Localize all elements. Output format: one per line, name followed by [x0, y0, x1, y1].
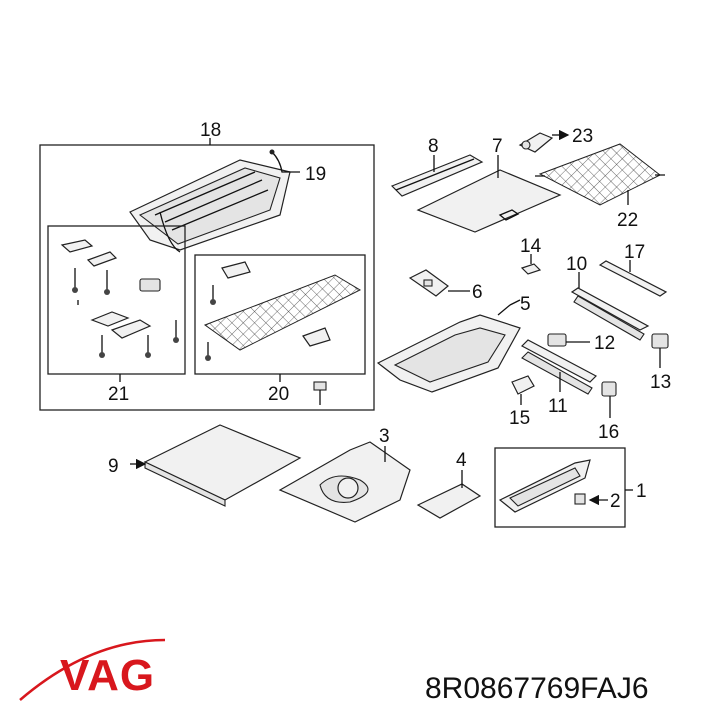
callout-2: 2	[610, 491, 621, 512]
callout-10: 10	[566, 254, 587, 275]
net-22-part	[535, 143, 665, 206]
callout-labels: 18 19 21 20 8 7 23 22 14 10 17 6 5 12 13…	[108, 120, 671, 512]
hook-23	[518, 129, 570, 153]
callout-22: 22	[617, 210, 638, 231]
callout-19: 19	[305, 164, 326, 185]
callout-5: 5	[520, 294, 531, 315]
callout-21: 21	[108, 384, 129, 405]
callout-3: 3	[379, 426, 390, 447]
callout-23: 23	[572, 126, 593, 147]
callout-13: 13	[650, 372, 671, 393]
sill-11	[521, 339, 597, 395]
callout-16: 16	[598, 422, 619, 443]
bracket-set-21	[60, 239, 179, 358]
bolt-part	[313, 381, 327, 405]
callout-7: 7	[492, 136, 503, 157]
clip-15	[511, 375, 535, 405]
callout-17: 17	[624, 242, 645, 263]
spare-tray-5	[376, 299, 521, 393]
trunk-floor-3	[278, 441, 411, 523]
floor-board-9	[130, 424, 302, 507]
callout-18: 18	[200, 120, 221, 141]
callout-20: 20	[268, 384, 289, 405]
callout-6: 6	[472, 282, 483, 303]
floor-panel-7	[416, 155, 562, 233]
net-20-part	[203, 261, 362, 361]
clip-12	[547, 333, 590, 347]
clip-tray-4	[416, 470, 482, 519]
group-20-frame	[194, 254, 366, 382]
callout-15: 15	[509, 408, 530, 429]
clip-14	[520, 254, 542, 275]
callout-4: 4	[456, 450, 467, 471]
strap-part	[269, 149, 300, 173]
group-21-frame	[47, 225, 186, 382]
callout-11: 11	[548, 396, 568, 417]
callout-12: 12	[594, 333, 615, 354]
group-1-frame	[494, 447, 633, 528]
callout-9: 9	[108, 456, 119, 477]
clip-16	[601, 381, 617, 418]
side-trim-1	[498, 459, 608, 513]
sill-trim-10	[570, 272, 650, 341]
clip-13	[651, 333, 669, 368]
cargo-cover-part	[129, 159, 291, 253]
trim-strip-17	[598, 260, 668, 297]
vag-logo-text: VAG	[60, 651, 155, 700]
trim-strip-8	[390, 154, 484, 197]
vag-logo: VAG	[19, 638, 166, 701]
callout-1: 1	[636, 481, 647, 502]
bracket-6	[408, 269, 470, 297]
part-number: 8R0867769FAJ6	[425, 672, 649, 705]
callout-14: 14	[520, 236, 542, 257]
callout-8: 8	[428, 136, 439, 157]
group-18-frame	[39, 138, 375, 411]
